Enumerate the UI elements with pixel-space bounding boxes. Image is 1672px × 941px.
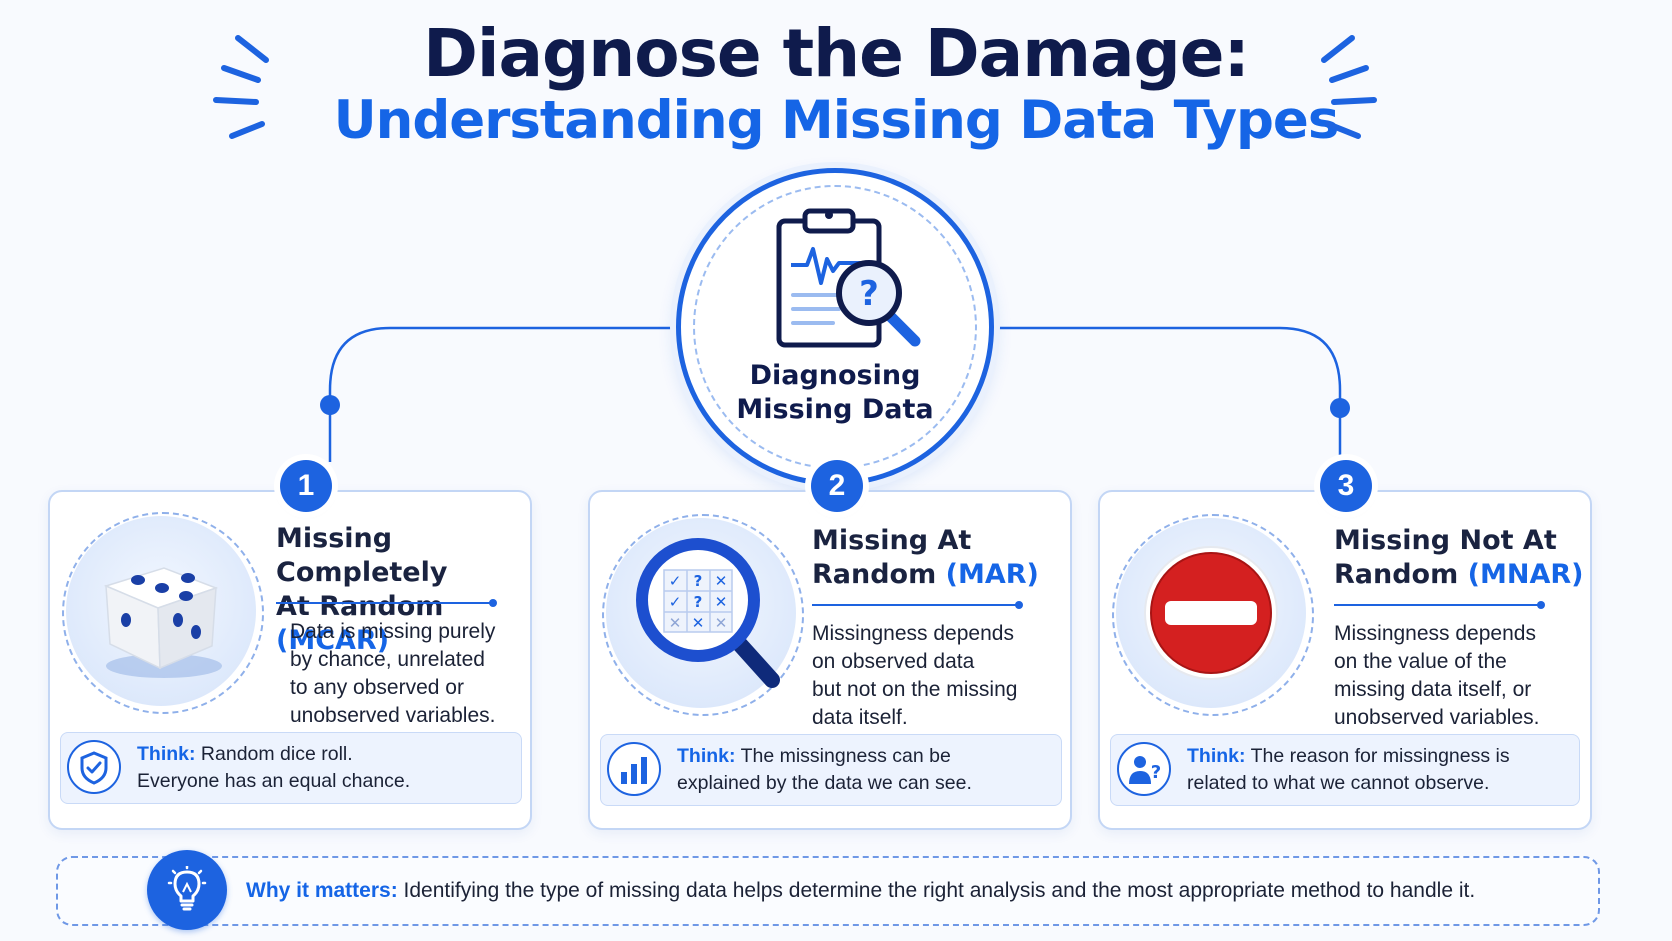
page-title: Diagnose the Damage: <box>423 15 1250 92</box>
left-burst-decoration <box>213 35 269 139</box>
mcar-icon-circle <box>66 516 256 706</box>
card-mcar: Missing Completely At Random (MCAR) Data… <box>48 460 532 830</box>
hub-circle: ? Diagnosing Missing Data <box>676 168 994 486</box>
mar-description: Missingness depends on observed data but… <box>812 622 1018 729</box>
card-mar: ✓? ✕ ✓? ✕ ✕ ✕ ✕ Missing At Random (MAR) Miss… <box>588 460 1072 830</box>
magnifier-grid-icon: ✓? ✕ ✓? ✕ ✕ ✕ ✕ <box>636 538 780 688</box>
bar-chart-icon <box>607 742 661 796</box>
mnar-title: Missing Not At Random (MNAR) <box>1334 525 1584 590</box>
no-entry-icon <box>1144 546 1278 680</box>
why-it-matters-banner: Why it matters: Identifying the type of … <box>56 850 1600 930</box>
step-badge-1: 1 <box>280 460 332 512</box>
right-burst-decoration <box>1321 35 1377 139</box>
step-badge-2: 2 <box>811 460 863 512</box>
dice-icon <box>103 567 222 678</box>
svg-text:✕: ✕ <box>715 572 728 590</box>
svg-text:?: ? <box>1151 762 1161 783</box>
svg-text:✕: ✕ <box>692 614 705 632</box>
svg-text:✕: ✕ <box>669 614 682 632</box>
mar-think-box: Think: The missingness can be explained … <box>600 734 1062 806</box>
svg-text:✓: ✓ <box>669 572 682 590</box>
mnar-think-box: ? Think: The reason for missingness is r… <box>1110 734 1580 806</box>
mcar-think-box: Think: Random dice roll. Everyone has an… <box>60 732 522 804</box>
card-mnar: Missing Not At Random (MNAR) Missingness… <box>1098 460 1592 830</box>
mcar-description: Data is missing purely by chance, unrela… <box>290 620 496 727</box>
mar-title: Missing At Random (MAR) <box>812 525 1039 590</box>
svg-text:✕: ✕ <box>715 593 728 611</box>
lightbulb-icon <box>147 850 227 930</box>
mar-icon-circle: ✓? ✕ ✓? ✕ ✕ ✕ ✕ <box>606 518 796 708</box>
svg-text:?: ? <box>694 572 703 590</box>
hub-label: Diagnosing Missing Data <box>736 360 934 425</box>
svg-text:?: ? <box>859 274 879 314</box>
mcar-title: Missing Completely At Random (MCAR) <box>276 523 448 656</box>
svg-text:?: ? <box>694 593 703 611</box>
mnar-description: Missingness depends on the value of the … <box>1334 622 1540 729</box>
svg-text:✓: ✓ <box>669 593 682 611</box>
page-subtitle: Understanding Missing Data Types <box>333 90 1340 151</box>
clipboard-magnifier-icon: ? <box>776 208 921 348</box>
step-badge-3: 3 <box>1320 460 1372 512</box>
shield-check-icon <box>67 740 121 794</box>
person-question-icon: ? <box>1117 742 1171 796</box>
footer-text: Why it matters: Identifying the type of … <box>246 879 1476 902</box>
mnar-icon-circle <box>1116 518 1306 708</box>
svg-text:✕: ✕ <box>715 614 728 632</box>
